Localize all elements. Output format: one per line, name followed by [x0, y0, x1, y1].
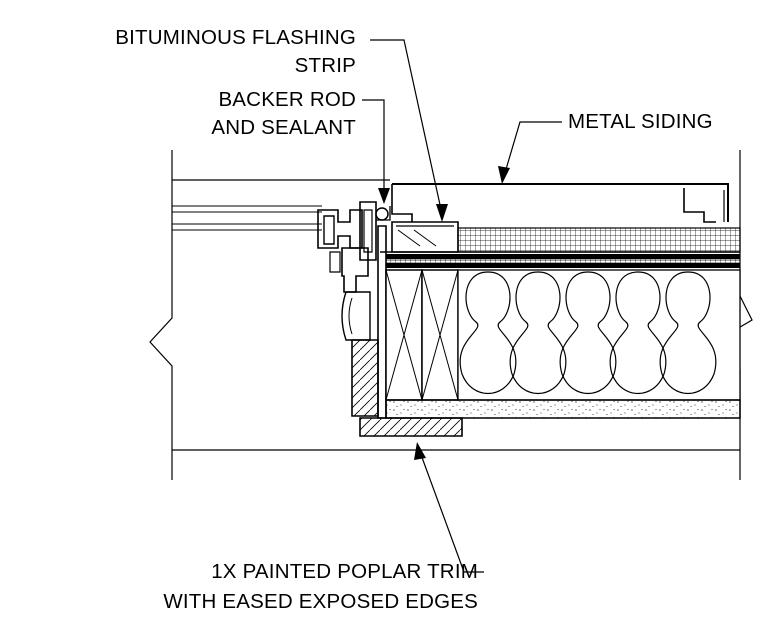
label-flashing-line1: BITUMINOUS FLASHING [115, 26, 356, 49]
backer-rod [375, 206, 391, 221]
metal-siding [391, 183, 729, 223]
rigid-insulation-board [457, 227, 741, 253]
gypsum-board [385, 399, 741, 419]
leader-flashing [370, 39, 448, 222]
interior-trim-vertical [351, 339, 379, 417]
left-wall-boundary [149, 150, 740, 480]
stud-blocking [385, 269, 459, 401]
label-trim-line2: WITH EASED EXPOSED EDGES [163, 590, 478, 613]
label-trim-line1: 1X PAINTED POPLAR TRIM [211, 560, 478, 583]
leader-trim [414, 442, 484, 573]
leader-backer-rod [362, 99, 390, 204]
window-glazing [172, 205, 322, 231]
leader-siding [498, 121, 562, 184]
label-backer-line1: BACKER ROD [218, 88, 356, 111]
label-flashing-line2: STRIP [294, 54, 356, 77]
sheathing-layers [385, 254, 741, 268]
label-backer-line2: AND SEALANT [211, 116, 356, 139]
flashing-blocking [391, 221, 459, 253]
poplar-trim [359, 417, 463, 437]
batt-insulation [457, 269, 741, 401]
label-metal-siding: METAL SIDING [568, 110, 713, 133]
window-frame-section [317, 201, 377, 341]
